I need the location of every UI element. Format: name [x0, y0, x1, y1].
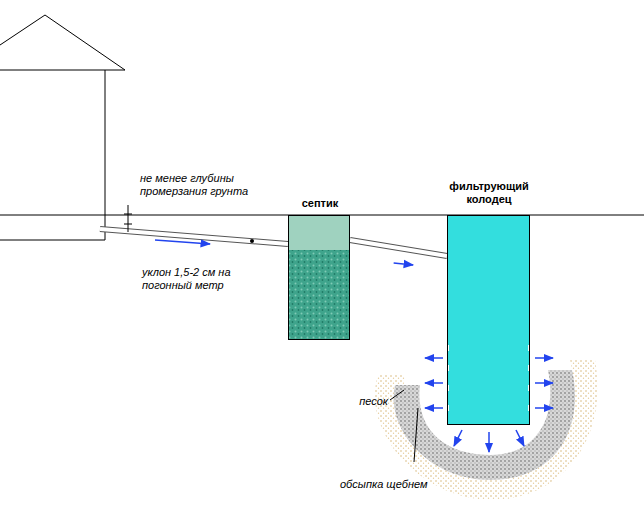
gravel-label: обсыпка щебнем — [340, 478, 428, 491]
frost-depth-note: не менее глубины промерзания грунта — [140, 172, 290, 198]
node-heading: фильтрующий колодец — [449, 180, 529, 206]
node-heading: септик — [302, 197, 339, 210]
slope-note: уклон 1,5-2 см на погонный метр — [142, 266, 252, 292]
pipe-connector — [350, 240, 447, 265]
filter-well: фильтрующий колодец — [447, 215, 530, 425]
septic-tank: септик — [288, 215, 350, 340]
sand-label: песок — [359, 395, 388, 408]
